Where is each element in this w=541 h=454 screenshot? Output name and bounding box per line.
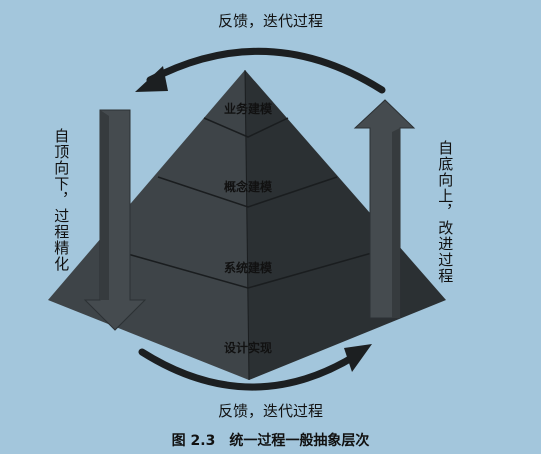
pyramid-right-face	[245, 70, 446, 380]
figure-caption: 图 2.3 统一过程一般抽象层次	[171, 433, 370, 449]
feedback-bottom-label: 反馈，迭代过程	[217, 402, 323, 420]
layer-label-concept: 概念建模	[224, 179, 273, 194]
layer-label-business: 业务建模	[224, 101, 273, 116]
layer-label-design: 设计实现	[224, 340, 272, 355]
layer-label-system: 系统建模	[224, 260, 273, 275]
bottom-feedback-curve	[138, 348, 359, 391]
pyramid-ridge	[244, 69, 250, 381]
top-down-label: 自顶向下，过程精化	[52, 128, 71, 272]
feedback-top-label: 反馈，迭代过程	[217, 12, 323, 30]
bottom-up-label: 自底向上，改进过程	[436, 140, 455, 284]
bottom-up-arrow-shade	[392, 128, 400, 318]
top-feedback-curve	[146, 47, 386, 94]
layer-divider	[157, 176, 338, 208]
bottom-feedback-arrowhead	[344, 344, 372, 372]
top-feedback-arrowhead	[135, 66, 168, 92]
pyramid-left-face	[48, 70, 249, 380]
layer-divider	[203, 117, 289, 138]
top-down-arrow-shade	[100, 110, 109, 300]
